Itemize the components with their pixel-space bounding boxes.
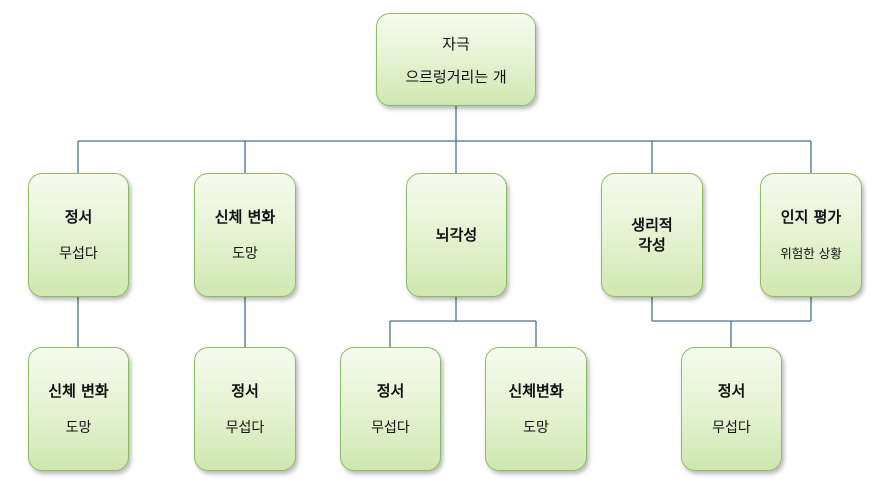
node-title: 신체변화 xyxy=(508,382,564,400)
node-child-emotion: 정서 무섭다 xyxy=(194,347,296,471)
node-title: 인지 평가 xyxy=(780,208,842,226)
node-subtitle: 무섭다 xyxy=(225,420,265,436)
node-subtitle: 무섭다 xyxy=(59,246,98,262)
node-body-change: 신체 변화 도망 xyxy=(194,173,296,297)
node-child-body-change: 신체 변화 도망 xyxy=(28,347,129,471)
node-subtitle: 위험한 상황 xyxy=(780,246,842,261)
node-child-emotion: 정서 무섭다 xyxy=(681,347,782,471)
node-title: 정서 xyxy=(717,382,746,400)
node-stimulus: 자극 으르렁거리는 개 xyxy=(376,13,536,106)
node-subtitle: 무섭다 xyxy=(371,420,410,436)
node-subtitle: 도망 xyxy=(523,420,549,436)
node-title: 정서 xyxy=(231,382,259,400)
node-title: 신체 변화 xyxy=(214,208,276,226)
node-cognitive-appraisal: 인지 평가 위험한 상황 xyxy=(760,173,862,297)
node-subtitle: 도망 xyxy=(65,420,92,436)
node-title: 정서 xyxy=(64,208,93,226)
node-subtitle: 무섭다 xyxy=(712,420,751,436)
node-physiological-arousal: 생리적 각성 xyxy=(601,173,703,297)
node-title: 자극 xyxy=(442,34,470,53)
node-subtitle: 도망 xyxy=(232,246,258,262)
node-title: 정서 xyxy=(376,382,405,400)
node-emotion: 정서 무섭다 xyxy=(28,173,129,297)
node-child-body-change: 신체변화 도망 xyxy=(485,347,587,471)
node-title: 생리적 각성 xyxy=(631,216,673,254)
node-title: 뇌각성 xyxy=(435,226,478,244)
node-child-emotion: 정서 무섭다 xyxy=(340,347,441,471)
node-brain-arousal: 뇌각성 xyxy=(406,173,507,297)
node-title: 신체 변화 xyxy=(48,382,109,400)
node-subtitle: 으르렁거리는 개 xyxy=(405,67,507,86)
